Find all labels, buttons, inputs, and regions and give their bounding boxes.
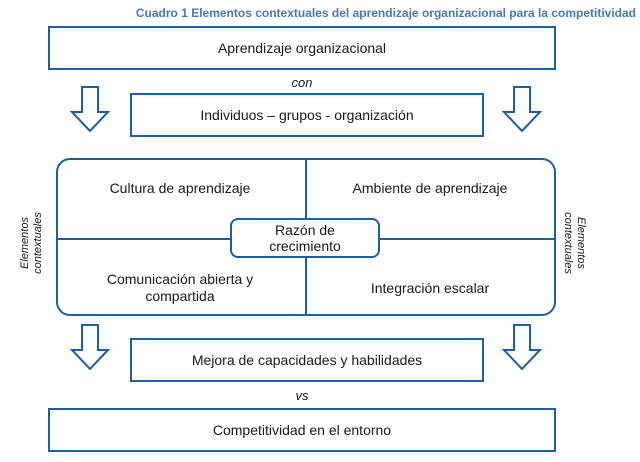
quadrant-ambiente: Ambiente de aprendizaje — [306, 160, 554, 216]
center-razon-crecimiento: Razón de crecimiento — [230, 218, 380, 258]
box-competitividad-label: Competitividad en el entorno — [212, 422, 392, 438]
quadrant-integracion-label: Integración escalar — [370, 279, 490, 296]
down-arrow-right-top-icon — [502, 86, 542, 132]
down-arrow-right-bottom-icon — [502, 324, 542, 370]
side-label-right: Elementos contextuales — [562, 212, 587, 274]
center-razon-crecimiento-label: Razón de crecimiento — [269, 222, 341, 254]
quadrant-integracion: Integración escalar — [306, 262, 554, 314]
box-aprendizaje-organizacional: Aprendizaje organizacional — [48, 26, 556, 70]
down-arrow-left-bottom-icon — [70, 324, 110, 370]
down-arrow-left-top-icon — [70, 86, 110, 132]
figure-caption: Cuadro 1 Elementos contextuales del apre… — [135, 6, 636, 20]
box-aprendizaje-organizacional-label: Aprendizaje organizacional — [217, 40, 387, 56]
box-individuos-grupos: Individuos – grupos - organización — [130, 93, 484, 137]
box-competitividad: Competitividad en el entorno — [48, 408, 556, 452]
quadrant-ambiente-label: Ambiente de aprendizaje — [352, 179, 508, 196]
quadrant-comunicacion-label: Comunicación abierta y compartida — [106, 271, 254, 304]
box-mejora-capacidades-label: Mejora de capacidades y habilidades — [191, 352, 423, 368]
quadrant-cultura-label: Cultura de aprendizaje — [109, 179, 251, 196]
box-individuos-grupos-label: Individuos – grupos - organización — [200, 107, 414, 123]
side-label-left: Elementos contextuales — [19, 212, 44, 274]
quadrant-cultura: Cultura de aprendizaje — [56, 160, 304, 216]
quadrant-comunicacion: Comunicación abierta y compartida — [56, 262, 304, 314]
connector-con: con — [291, 75, 313, 90]
box-mejora-capacidades: Mejora de capacidades y habilidades — [130, 338, 484, 382]
connector-vs: vs — [295, 388, 309, 403]
